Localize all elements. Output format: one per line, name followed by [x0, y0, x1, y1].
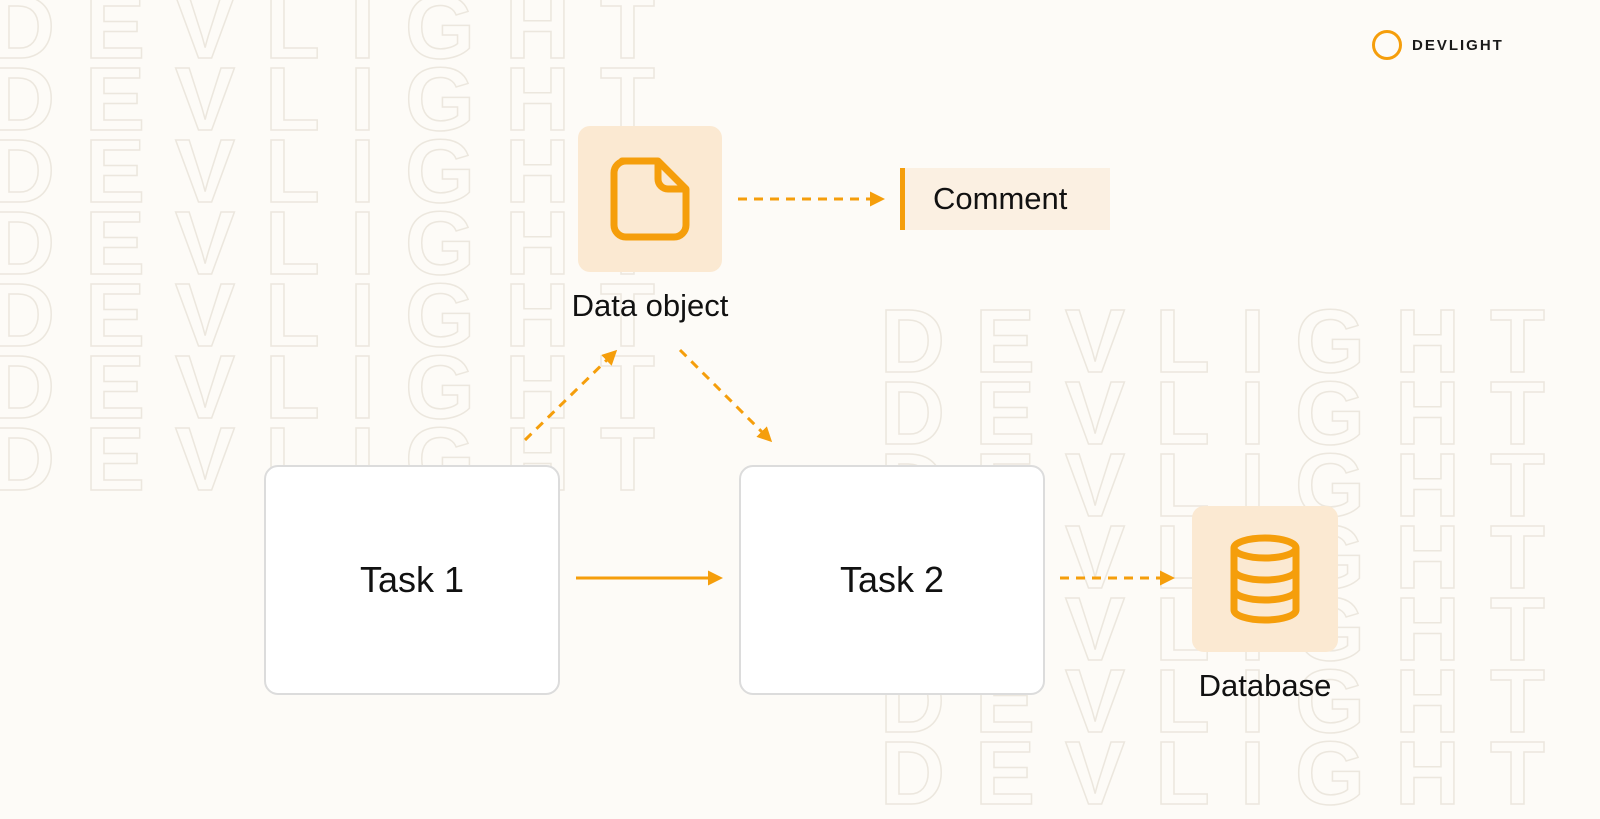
svg-text:DEVLIGHT: DEVLIGHT: [880, 292, 1575, 392]
database-label: Database: [1198, 668, 1332, 703]
svg-text:DEVLIGHT: DEVLIGHT: [0, 338, 685, 438]
data-object-tile: [578, 126, 722, 272]
svg-text:DEVLIGHT: DEVLIGHT: [0, 266, 685, 366]
edge-data-object-to-task2: [678, 348, 773, 443]
logo-text: DEVLIGHT: [1412, 36, 1504, 54]
task-2-label: Task 2: [839, 559, 945, 600]
svg-text:DEVLIGHT: DEVLIGHT: [880, 364, 1575, 464]
svg-text:DEVLIGHT: DEVLIGHT: [880, 724, 1575, 819]
svg-text:DEVLIGHT: DEVLIGHT: [0, 0, 685, 78]
comment-label: Comment: [933, 181, 1068, 216]
svg-text:DEVLIGHT: DEVLIGHT: [0, 50, 685, 150]
brand-logo: DEVLIGHT: [1372, 30, 1504, 60]
database-tile: [1192, 506, 1338, 652]
svg-text:DEVLIGHT: DEVLIGHT: [0, 122, 685, 222]
document-icon: [610, 157, 690, 241]
watermark-text-left: DEVLIGHT DEVLIGHT DEVLIGHT DEVLIGHT DEVL…: [0, 0, 685, 511]
task-2-box: Task 2: [739, 465, 1045, 695]
logo-ring-icon: [1372, 30, 1402, 60]
edge-task1-to-data-object: [523, 349, 618, 442]
database-icon: [1230, 534, 1300, 624]
comment-annotation: Comment: [900, 168, 1110, 230]
task-1-box: Task 1: [264, 465, 560, 695]
data-object-label: Data object: [571, 288, 729, 323]
task-1-label: Task 1: [359, 559, 465, 600]
svg-text:DEVLIGHT: DEVLIGHT: [0, 194, 685, 294]
